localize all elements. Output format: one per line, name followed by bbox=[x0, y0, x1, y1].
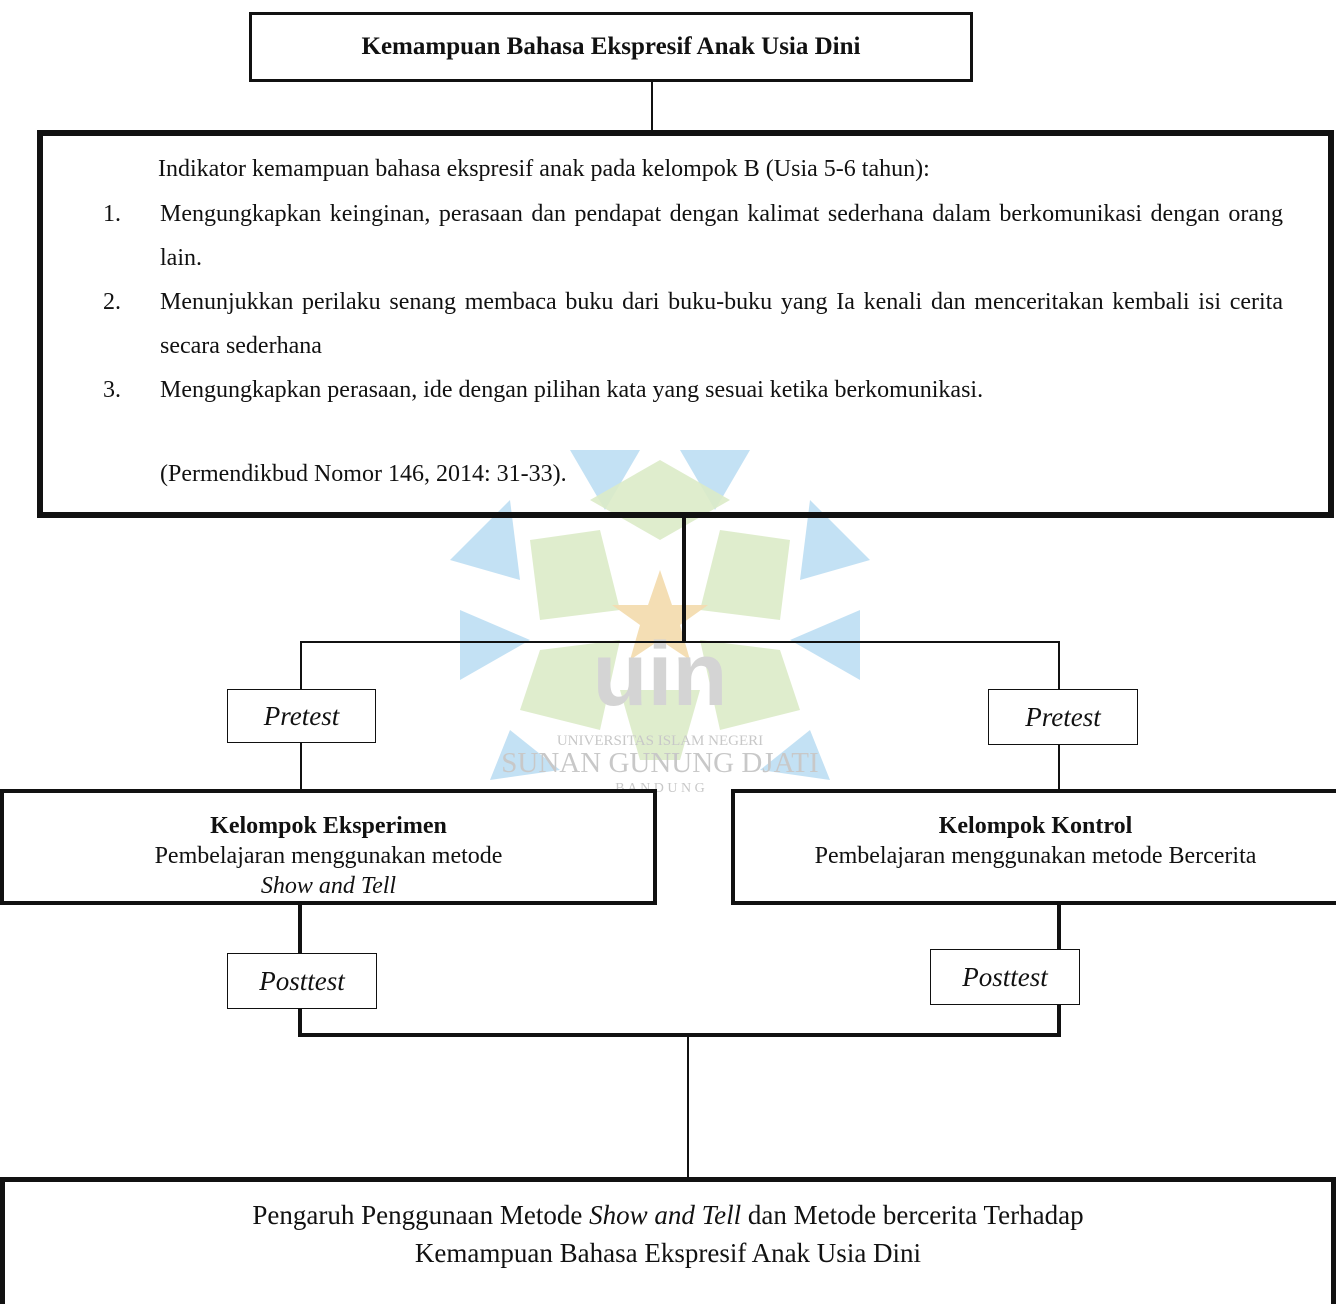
indicator-item-text: Mengungkapkan keinginan, perasaan dan pe… bbox=[160, 201, 1283, 271]
control-group-box: Kelompok Kontrol Pembelajaran menggunaka… bbox=[731, 789, 1336, 905]
experiment-group-title: Kelompok Eksperimen bbox=[210, 813, 447, 839]
connector-title-indicator bbox=[651, 82, 653, 130]
right-pretest-box: Pretest bbox=[988, 689, 1138, 745]
title-box: Kemampuan Bahasa Ekspresif Anak Usia Din… bbox=[249, 12, 973, 82]
indicator-item: 3. Mengungkapkan perasaan, ide dengan pi… bbox=[103, 368, 1283, 412]
indicator-item: 2. Menunjukkan perilaku senang membaca b… bbox=[103, 280, 1283, 368]
experiment-group-method-name: Show and Tell bbox=[260, 873, 397, 899]
left-posttest-connector bbox=[298, 1009, 302, 1036]
merge-horizontal bbox=[298, 1033, 1061, 1037]
indicator-box: Indikator kemampuan bahasa ekspresif ana… bbox=[37, 130, 1334, 518]
experiment-group-method: Pembelajaran menggunakan metode bbox=[154, 843, 503, 869]
indicator-item-text: Mengungkapkan perasaan, ide dengan pilih… bbox=[160, 377, 984, 403]
left-pretest-connector bbox=[300, 743, 302, 789]
watermark-star-icon bbox=[612, 570, 708, 660]
indicator-item-number: 2. bbox=[103, 289, 121, 315]
result-text-part1: Pengaruh Penggunaan Metode bbox=[252, 1200, 590, 1230]
right-pretest-label: Pretest bbox=[1025, 701, 1101, 732]
indicator-list: 1. Mengungkapkan keinginan, perasaan dan… bbox=[103, 192, 1283, 412]
result-box: Pengaruh Penggunaan Metode Show and Tell… bbox=[0, 1177, 1336, 1304]
watermark-line2: SUNAN GUNUNG DJATI bbox=[501, 747, 818, 779]
right-posttest-connector bbox=[1057, 1005, 1061, 1036]
result-line1: Pengaruh Penggunaan Metode Show and Tell… bbox=[5, 1196, 1331, 1234]
result-text-part3: dan Metode bercerita Terhadap bbox=[741, 1200, 1084, 1230]
diagram-title: Kemampuan Bahasa Ekspresif Anak Usia Din… bbox=[361, 33, 861, 60]
watermark-line1: UNIVERSITAS ISLAM NEGERI bbox=[557, 733, 763, 749]
control-group-title: Kelompok Kontrol bbox=[938, 813, 1133, 839]
right-pretest-connector bbox=[1058, 745, 1060, 789]
left-pretest-label: Pretest bbox=[263, 700, 340, 731]
branch-left-down bbox=[300, 641, 302, 689]
right-posttest-box: Posttest bbox=[930, 949, 1080, 1005]
control-group-method: Pembelajaran menggunakan metode Bercerit… bbox=[814, 843, 1257, 869]
left-posttest-label: Posttest bbox=[259, 965, 345, 996]
watermark-petals bbox=[450, 450, 870, 780]
branch-horizontal bbox=[300, 641, 1060, 643]
right-group-connector bbox=[1057, 905, 1061, 949]
result-line2: Kemampuan Bahasa Ekspresif Anak Usia Din… bbox=[414, 1238, 922, 1268]
right-posttest-label: Posttest bbox=[962, 961, 1048, 992]
left-group-connector bbox=[298, 905, 302, 953]
indicator-source: (Permendikbud Nomor 146, 2014: 31-33). bbox=[160, 461, 567, 487]
indicator-intro: Indikator kemampuan bahasa ekspresif ana… bbox=[158, 156, 930, 182]
indicator-item-text: Menunjukkan perilaku senang membaca buku… bbox=[160, 289, 1283, 359]
watermark-letters: uin bbox=[593, 625, 728, 725]
experiment-group-box: Kelompok Eksperimen Pembelajaran menggun… bbox=[0, 789, 657, 905]
merge-down bbox=[687, 1035, 689, 1177]
indicator-item-number: 3. bbox=[103, 377, 121, 403]
left-pretest-box: Pretest bbox=[227, 689, 376, 743]
connector-indicator-branch bbox=[682, 518, 686, 642]
result-text-italic: Show and Tell bbox=[589, 1200, 742, 1230]
branch-right-down bbox=[1058, 641, 1060, 689]
left-posttest-box: Posttest bbox=[227, 953, 377, 1009]
indicator-item-number: 1. bbox=[103, 201, 121, 227]
indicator-item: 1. Mengungkapkan keinginan, perasaan dan… bbox=[103, 192, 1283, 280]
